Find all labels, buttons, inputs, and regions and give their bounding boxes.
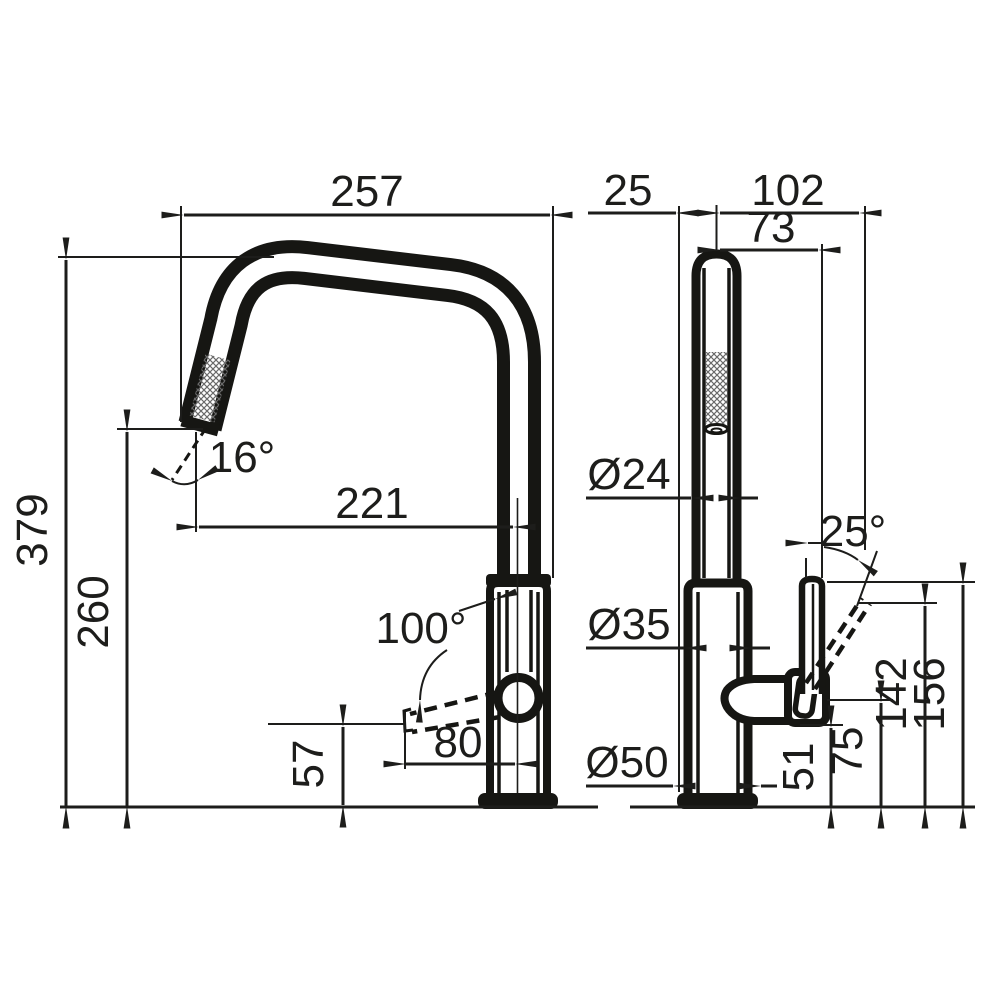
dim-outlet-reach: 221	[176, 432, 536, 532]
front-view: 25 102 73 Ø24 Ø35 Ø5	[585, 166, 975, 829]
dim-label-142: 142	[867, 657, 916, 730]
dim-spout-diameter: Ø24	[586, 450, 758, 502]
dim-lever-tilt-angle: 25°	[785, 507, 887, 577]
dim-label-dia50: Ø50	[585, 738, 668, 787]
side-view-faucet-outline	[60, 240, 598, 809]
dim-outlet-height: 260	[69, 409, 203, 829]
dim-label-257: 257	[330, 167, 403, 216]
dim-label-25: 25	[604, 166, 653, 215]
dim-lever-pivot-height: 75	[823, 680, 893, 829]
dim-label-73: 73	[747, 203, 796, 252]
dim-label-379: 379	[8, 493, 57, 566]
dim-lever-tilted-height: 142	[858, 583, 937, 829]
lever-pivot-circle	[493, 673, 544, 723]
dim-max-lever-reach: 102	[697, 166, 882, 550]
front-view-faucet-outline	[630, 205, 975, 809]
dim-label-260: 260	[69, 575, 118, 648]
base-flange-side	[478, 793, 558, 809]
spout-tube-side	[178, 240, 541, 578]
dim-spout-reach: 257	[161, 167, 573, 578]
body-top-flange	[486, 574, 551, 587]
dim-lever-bottom-height: 51	[774, 705, 843, 829]
dim-label-16deg: 16°	[209, 433, 276, 482]
spray-head-knurl-front	[706, 352, 727, 424]
side-view: 257 379 260 221 16°	[8, 167, 598, 829]
dim-label-51: 51	[774, 743, 823, 792]
dim-label-57: 57	[284, 740, 333, 789]
dim-base-diameter: Ø50	[585, 738, 777, 790]
dim-spray-head-angle: 16°	[150, 427, 276, 486]
dim-lever-swing-angle: 100°	[375, 588, 518, 723]
dim-label-100deg: 100°	[375, 604, 466, 653]
spray-head-end-cap	[180, 414, 221, 437]
dim-lever-offset: 73	[697, 203, 841, 578]
dim-label-156: 156	[905, 657, 954, 730]
faucet-body-front	[683, 578, 753, 799]
dim-label-dia35: Ø35	[587, 600, 670, 649]
spray-head-knurl	[189, 353, 231, 423]
dim-lever-clearance-height: 57	[268, 704, 404, 828]
dim-label-dia24: Ø24	[587, 450, 670, 499]
dim-body-diameter: Ø35	[586, 600, 770, 652]
base-flange-front	[677, 793, 758, 809]
dim-lever-raised-height: 156	[827, 562, 975, 829]
dim-overall-height: 379	[8, 237, 274, 829]
lever-hub-capsule	[720, 675, 794, 725]
dim-label-25deg: 25°	[820, 507, 887, 556]
dim-lever-length: 80	[383, 712, 538, 769]
dim-label-221: 221	[335, 479, 408, 528]
dim-label-102: 102	[751, 166, 824, 215]
dim-label-80: 80	[434, 718, 483, 767]
